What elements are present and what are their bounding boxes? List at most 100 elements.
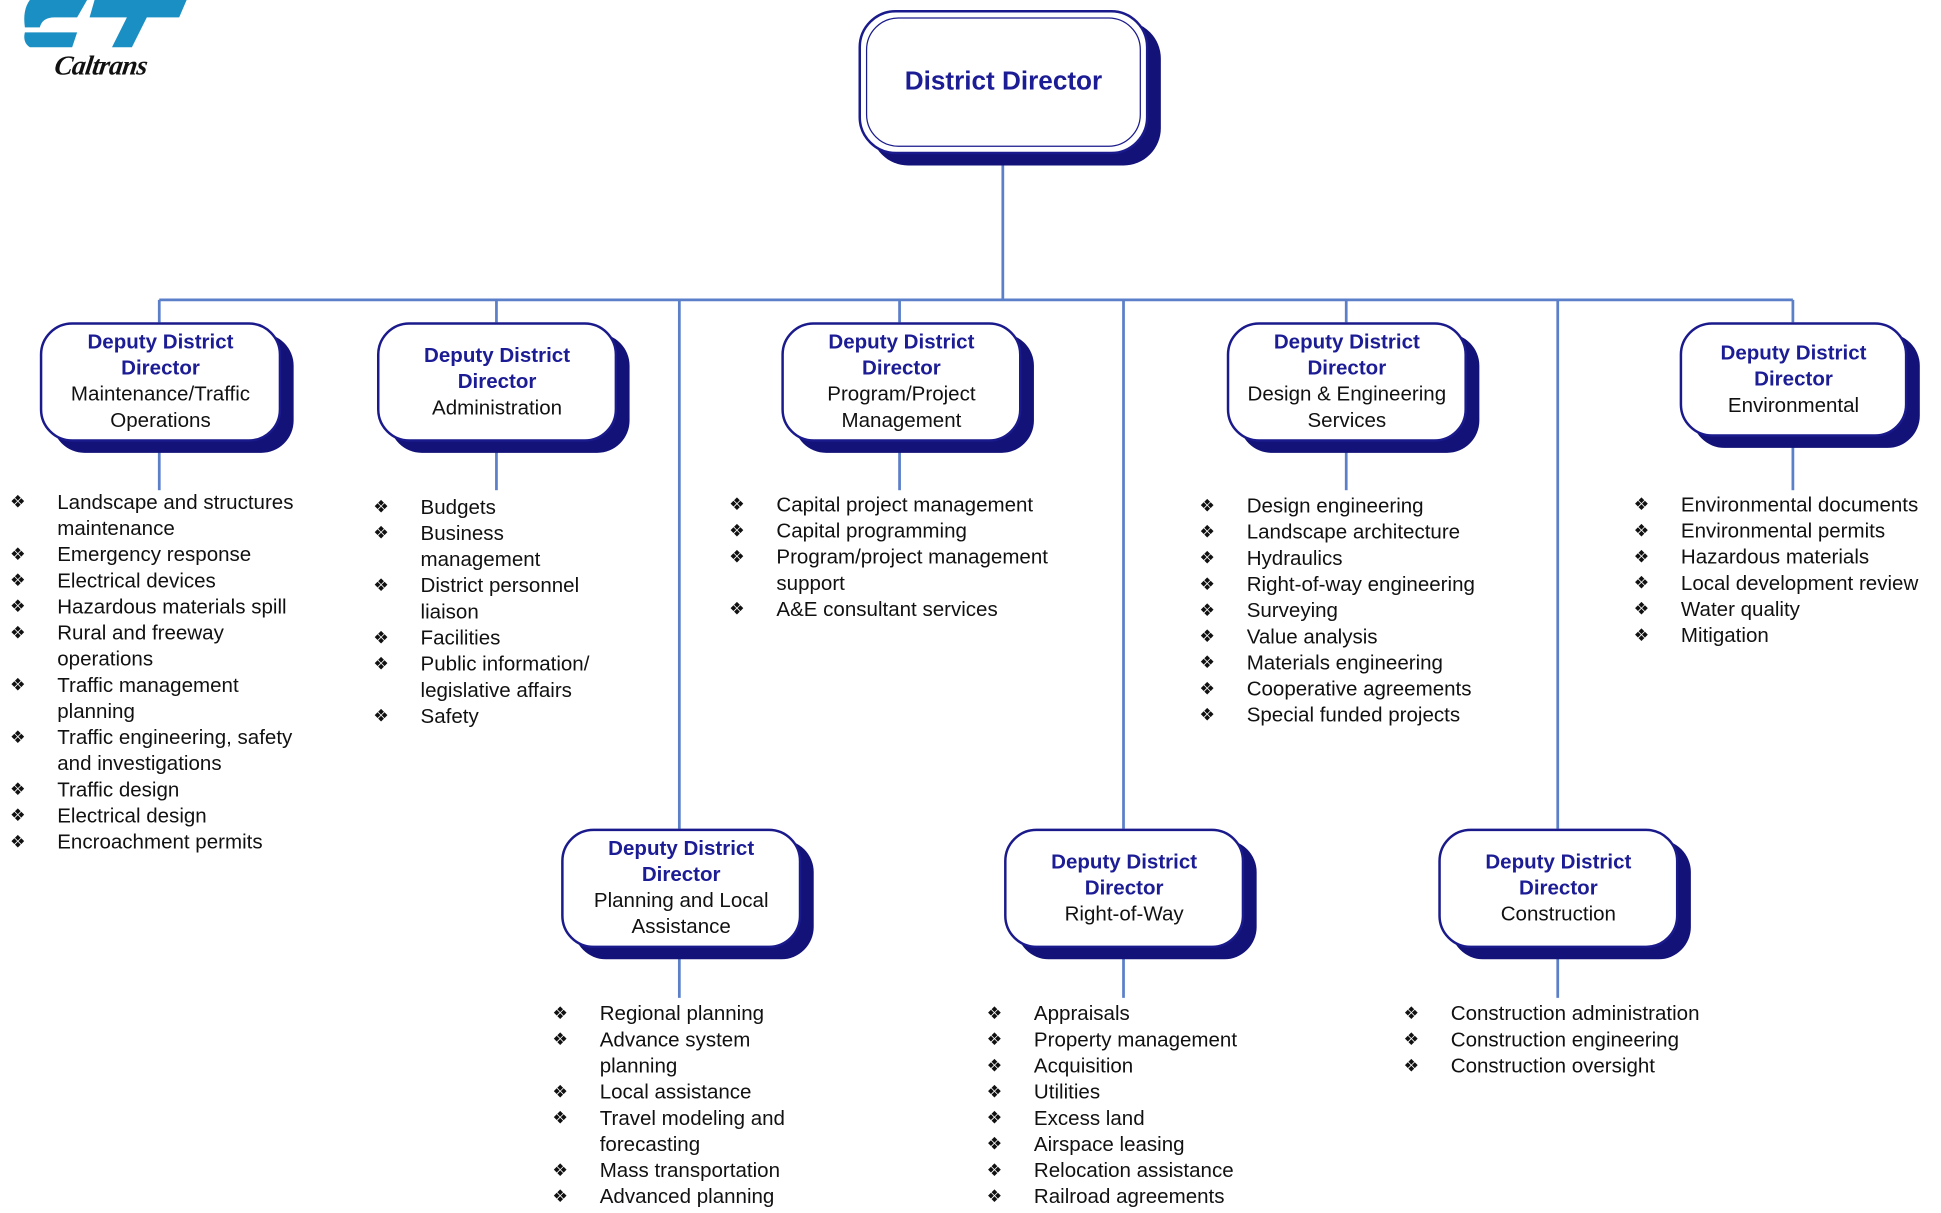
function-item-text: Landscape architecture: [1246, 521, 1461, 544]
function-item: ❖Landscape architecture: [1199, 520, 1535, 546]
function-item: ❖ Property management: [987, 1028, 1286, 1054]
diamond-bullet-icon: ❖: [1199, 705, 1216, 726]
function-item-text: Property management: [1033, 1028, 1238, 1052]
function-item: ❖Mass transportation: [552, 1158, 813, 1184]
function-item: ❖Hazardous materials: [1634, 545, 1941, 571]
function-item: ❖ Traffic design: [10, 778, 321, 804]
function-list-administration: ❖ Budgets ❖ Business management ❖ District pe…: [373, 495, 609, 730]
function-item: ❖ Capital programming: [729, 519, 1065, 545]
district-director-box: District Director: [858, 9, 1149, 155]
diamond-bullet-icon: ❖: [9, 806, 26, 827]
deputy-subtitle: Planning and Local Assistance: [593, 889, 769, 939]
diamond-bullet-icon: ❖: [1403, 1030, 1420, 1051]
function-item: ❖Advanced planning: [552, 1184, 813, 1210]
diamond-bullet-icon: ❖: [373, 523, 389, 544]
function-item-text: Cooperative agreements: [1246, 678, 1472, 701]
function-item-text: Environmental documents: [1680, 493, 1919, 517]
diamond-bullet-icon: ❖: [1199, 574, 1216, 595]
deputy-subtitle: Right-of-Way: [1064, 902, 1184, 926]
function-item: ❖Hazardous materials spill: [10, 595, 321, 621]
function-item-text: Electrical design: [57, 804, 207, 828]
diamond-bullet-icon: ❖: [9, 832, 26, 853]
diamond-bullet-icon: ❖: [986, 1186, 1003, 1207]
function-item: ❖ Cooperative agreements: [1199, 677, 1535, 703]
deputy-subtitle: Environmental: [1727, 393, 1860, 417]
function-item: ❖Relocation assistance: [987, 1158, 1286, 1184]
function-list-construction: ❖Construction administration❖Constructio…: [1403, 1002, 1739, 1080]
diamond-bullet-icon: ❖: [1199, 548, 1216, 569]
function-item-text: Relocation assistance: [1033, 1159, 1234, 1182]
function-item: ❖Rural and freeway operations: [10, 621, 321, 673]
function-item-text: Construction engineering: [1450, 1028, 1679, 1052]
deputy-title: Deputy District Director: [828, 330, 975, 380]
function-item-text: Construction administration: [1450, 1002, 1700, 1026]
function-item-text: Program/project management support: [776, 546, 1048, 595]
diamond-bullet-icon: ❖: [1633, 495, 1650, 516]
function-item: ❖Traffic management planning: [10, 673, 321, 725]
function-item: ❖Mitigation: [1634, 623, 1941, 649]
function-item: ❖ Airspace leasing: [987, 1132, 1286, 1158]
function-item-text: Construction oversight: [1450, 1055, 1655, 1078]
function-item: ❖ Right-of-way engineering: [1199, 572, 1535, 598]
function-item-text: Surveying: [1246, 599, 1338, 623]
function-item-text: Advanced planning: [599, 1185, 775, 1209]
diamond-bullet-icon: ❖: [986, 1134, 1003, 1155]
diamond-bullet-icon: ❖: [1199, 496, 1216, 517]
function-item-text: Rural and freeway operations: [57, 622, 224, 671]
function-item-text: Hydraulics: [1246, 547, 1343, 570]
function-list-maintenance: ❖Landscape and structures maintenance❖Em…: [10, 490, 321, 856]
diamond-bullet-icon: ❖: [986, 1030, 1003, 1051]
diamond-bullet-icon: ❖: [729, 521, 745, 542]
diamond-bullet-icon: ❖: [729, 599, 745, 620]
function-item-text: Capital programming: [776, 520, 967, 543]
function-item: ❖Encroachment permits: [10, 830, 321, 856]
diamond-bullet-icon: ❖: [9, 780, 26, 801]
function-item: ❖Local development review: [1634, 571, 1941, 597]
function-item-text: Traffic engineering, safety and investig…: [57, 726, 293, 776]
function-item: ❖ Acquisition: [987, 1054, 1286, 1080]
function-item: ❖Construction administration: [1403, 1002, 1739, 1028]
diamond-bullet-icon: ❖: [1633, 573, 1650, 594]
function-item-text: Facilities: [420, 627, 501, 650]
district-director-title: District Director: [904, 67, 1103, 96]
deputy-subtitle: Administration: [432, 396, 563, 419]
function-item-text: Business management: [420, 522, 541, 572]
function-item: ❖Advance system planning: [552, 1028, 813, 1080]
function-item: ❖ Business management: [373, 521, 609, 573]
diamond-bullet-icon: ❖: [1199, 600, 1216, 621]
function-item: ❖Capital project management: [729, 493, 1065, 519]
function-item: ❖Utilities: [987, 1080, 1286, 1106]
function-item-text: Airspace leasing: [1033, 1133, 1185, 1156]
deputy-subtitle: Construction: [1500, 902, 1616, 926]
function-item-text: District personnel liaison: [420, 574, 580, 624]
function-item-text: Budgets: [420, 496, 496, 519]
function-item-text: Special funded projects: [1246, 704, 1461, 727]
deputy-title: Deputy District Director: [87, 330, 234, 380]
function-item-text: Excess land: [1033, 1107, 1145, 1130]
function-item: ❖Materials engineering: [1199, 651, 1535, 677]
function-item-text: Traffic design: [57, 778, 180, 802]
diamond-bullet-icon: ❖: [9, 675, 26, 696]
diamond-bullet-icon: ❖: [373, 628, 389, 649]
function-item-text: Emergency response: [57, 543, 252, 567]
caltrans-mark-icon: [24, 0, 187, 48]
diamond-bullet-icon: ❖: [9, 727, 26, 748]
function-item-text: Hazardous materials: [1680, 546, 1870, 569]
function-list-design-engineering: ❖Design engineering❖Landscape architectu…: [1199, 494, 1535, 729]
diamond-bullet-icon: ❖: [1633, 521, 1650, 542]
diamond-bullet-icon: ❖: [373, 706, 389, 727]
function-item-text: Right-of-way engineering: [1246, 573, 1475, 596]
function-item: ❖Design engineering: [1199, 494, 1535, 520]
diamond-bullet-icon: ❖: [1199, 679, 1216, 700]
function-item-text: Electrical devices: [57, 569, 216, 593]
function-item: ❖ Traffic engineering, safety and investi…: [10, 725, 321, 777]
diamond-bullet-icon: ❖: [986, 1056, 1003, 1077]
function-item: ❖Construction oversight: [1403, 1054, 1739, 1080]
function-item: ❖A&E consultant services: [729, 597, 1065, 623]
deputy-box-environmental: Deputy District Director Environmental: [1679, 322, 1908, 437]
function-item-text: Acquisition: [1033, 1055, 1134, 1078]
diamond-bullet-icon: ❖: [986, 1004, 1003, 1024]
function-item-text: Appraisals: [1033, 1002, 1130, 1026]
function-item-text: Advance system planning: [599, 1028, 751, 1078]
function-item-text: Materials engineering: [1246, 651, 1443, 675]
